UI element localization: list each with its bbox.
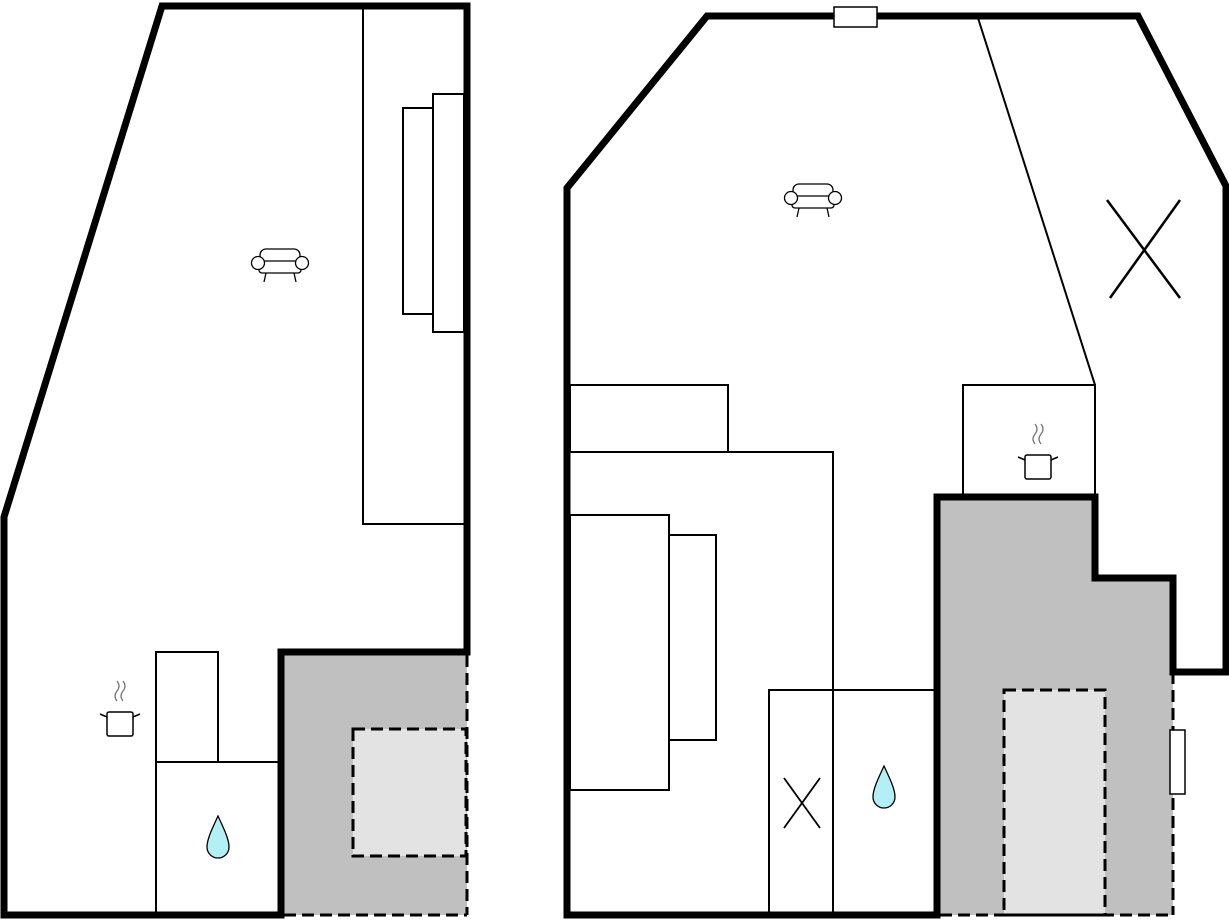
right-window-top: [833, 6, 878, 28]
cooking-pot-icon: [99, 680, 141, 737]
right-terrace-furniture-zone: [1002, 688, 1107, 917]
cooking-pot-icon: [1017, 423, 1059, 480]
right-cabinet-upper: [569, 384, 729, 453]
left-terrace-furniture-zone: [351, 727, 468, 858]
right-bedroom-diagonal-wall: [977, 17, 1096, 386]
water-drop-icon: [206, 815, 230, 859]
cross-icon: [783, 777, 821, 829]
left-floor-plan: [0, 2, 471, 919]
left-sofa-back: [432, 93, 465, 333]
left-kitchen-cabinet: [155, 651, 219, 763]
armchair-icon: [783, 183, 843, 218]
right-kitchen-nook: [962, 384, 1096, 498]
right-window-terrace: [1169, 729, 1186, 795]
left-sofa-seat: [402, 107, 434, 315]
right-outer-wall: [563, 12, 1229, 919]
cross-icon: [1105, 199, 1182, 299]
left-outer-wall: [0, 2, 471, 919]
right-floor-plan: [563, 6, 1229, 919]
right-sofa-seat: [668, 534, 717, 741]
right-sofa-back: [569, 514, 670, 791]
water-drop-icon: [872, 765, 896, 809]
armchair-icon: [250, 248, 310, 283]
